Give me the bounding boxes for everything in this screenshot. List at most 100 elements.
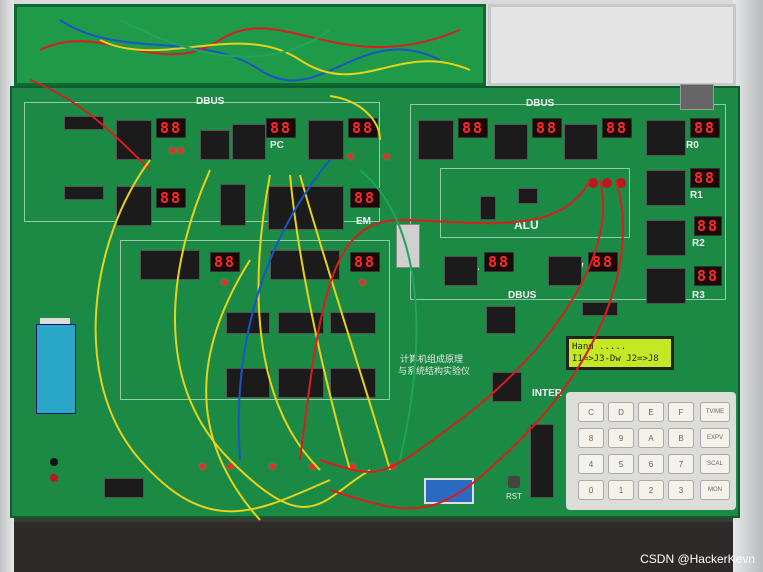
seven-seg-display: 88 [156, 118, 186, 138]
lcd-display: Hand ..... I1=>J3-Dw J2=>J8 [566, 336, 674, 370]
key-d[interactable]: D [608, 402, 634, 422]
terminal-jack[interactable] [616, 178, 626, 188]
watermark: CSDN @HackerKevn [640, 552, 755, 566]
ic-chip [646, 268, 686, 304]
r2-label: R2 [692, 238, 705, 249]
alu-outline [440, 168, 630, 238]
seven-seg-display: 88 [350, 188, 380, 208]
bus-outline-left [24, 102, 380, 222]
key-b[interactable]: B [668, 428, 694, 448]
key-fn-3[interactable]: SCAL [700, 454, 730, 474]
terminal-jack[interactable] [588, 178, 598, 188]
key-e[interactable]: E [638, 402, 664, 422]
ic-chip [548, 256, 582, 286]
lcd-line-2: I1=>J3-Dw J2=>J8 [572, 354, 659, 364]
seven-seg-display: 88 [458, 118, 488, 138]
ic-chip [444, 256, 478, 286]
led [170, 148, 175, 153]
terminal-jack[interactable] [50, 474, 58, 482]
dbus-label-bottom: DBUS [508, 290, 537, 301]
key-0[interactable]: 0 [578, 480, 604, 500]
led [384, 154, 389, 159]
key-c[interactable]: C [578, 402, 604, 422]
seven-seg-display-r2: 88 [694, 216, 722, 236]
wire-yellow [329, 95, 381, 141]
hex-keypad: C D E F 8 9 A B 4 5 6 7 0 1 2 3 TV/ME EX… [566, 392, 736, 510]
led [200, 464, 205, 469]
ic-chip [200, 130, 230, 160]
key-3[interactable]: 3 [668, 480, 694, 500]
ic-chip [232, 124, 266, 160]
key-2[interactable]: 2 [638, 480, 664, 500]
clock-switch[interactable] [424, 478, 474, 504]
ic-chip [646, 120, 686, 156]
led [228, 464, 233, 469]
cpld-chip [492, 372, 522, 402]
key-5[interactable]: 5 [608, 454, 634, 474]
key-fn-4[interactable]: MON [700, 480, 730, 500]
ic-chip [140, 250, 200, 280]
ic-chip [646, 220, 686, 256]
em-label: EM [356, 216, 371, 227]
bus-outline-right [410, 104, 726, 300]
wire-red [29, 79, 151, 171]
zif-socket[interactable] [36, 324, 76, 414]
terminal-jack[interactable] [50, 458, 58, 466]
key-f[interactable]: F [668, 402, 694, 422]
ic-chip [268, 186, 344, 230]
ic-chip [530, 424, 554, 498]
seven-seg-display: 88 [588, 252, 618, 272]
ic-chip [564, 124, 598, 160]
key-4[interactable]: 4 [578, 454, 604, 474]
zif-lever[interactable] [40, 318, 70, 324]
inter-label: INTER [532, 388, 562, 399]
wire-yellow [289, 174, 351, 471]
ic-chip [104, 478, 144, 498]
seven-seg-display: 88 [690, 168, 720, 188]
key-1[interactable]: 1 [608, 480, 634, 500]
wire-red [329, 179, 624, 510]
ic-chip [226, 368, 270, 398]
board-title-line2: 与系统结构实验仪 [398, 366, 471, 376]
seven-seg-display: 88 [532, 118, 562, 138]
wire-yellow [174, 169, 371, 508]
key-7[interactable]: 7 [668, 454, 694, 474]
ic-chip [480, 196, 496, 220]
wire-blue [59, 19, 441, 82]
key-fn-2[interactable]: EXPV [700, 428, 730, 448]
wire-green [119, 19, 331, 58]
ribbon-connector [396, 224, 420, 268]
lcd-line-1: Hand ..... [572, 342, 627, 352]
key-6[interactable]: 6 [638, 454, 664, 474]
wire-green [359, 169, 418, 461]
wire-yellow [205, 259, 261, 521]
dbus-label-left: DBUS [196, 96, 225, 107]
wire-yellow [99, 39, 471, 76]
dbus-label-right: DBUS [526, 98, 555, 109]
ic-chip [64, 116, 104, 130]
reset-button[interactable] [508, 476, 520, 488]
key-9[interactable]: 9 [608, 428, 634, 448]
led [360, 280, 365, 285]
wire-red [39, 27, 461, 56]
key-8[interactable]: 8 [578, 428, 604, 448]
key-a[interactable]: A [638, 428, 664, 448]
cpu-chip [486, 306, 516, 334]
ic-chip [418, 120, 454, 160]
pc-label: PC [270, 140, 284, 151]
ic-chip [330, 368, 376, 398]
led [270, 464, 275, 469]
terminal-jack[interactable] [602, 178, 612, 188]
led [310, 464, 315, 469]
wire-blue [237, 159, 331, 461]
led [178, 148, 183, 153]
seven-seg-display: 88 [266, 118, 296, 138]
key-fn-1[interactable]: TV/ME [700, 402, 730, 422]
ic-chip [220, 184, 246, 226]
seven-seg-display: 88 [156, 188, 186, 208]
seven-seg-display: 88 [350, 252, 380, 272]
ic-chip [308, 120, 344, 160]
ic-chip [494, 124, 528, 160]
ic-chip [330, 312, 376, 334]
